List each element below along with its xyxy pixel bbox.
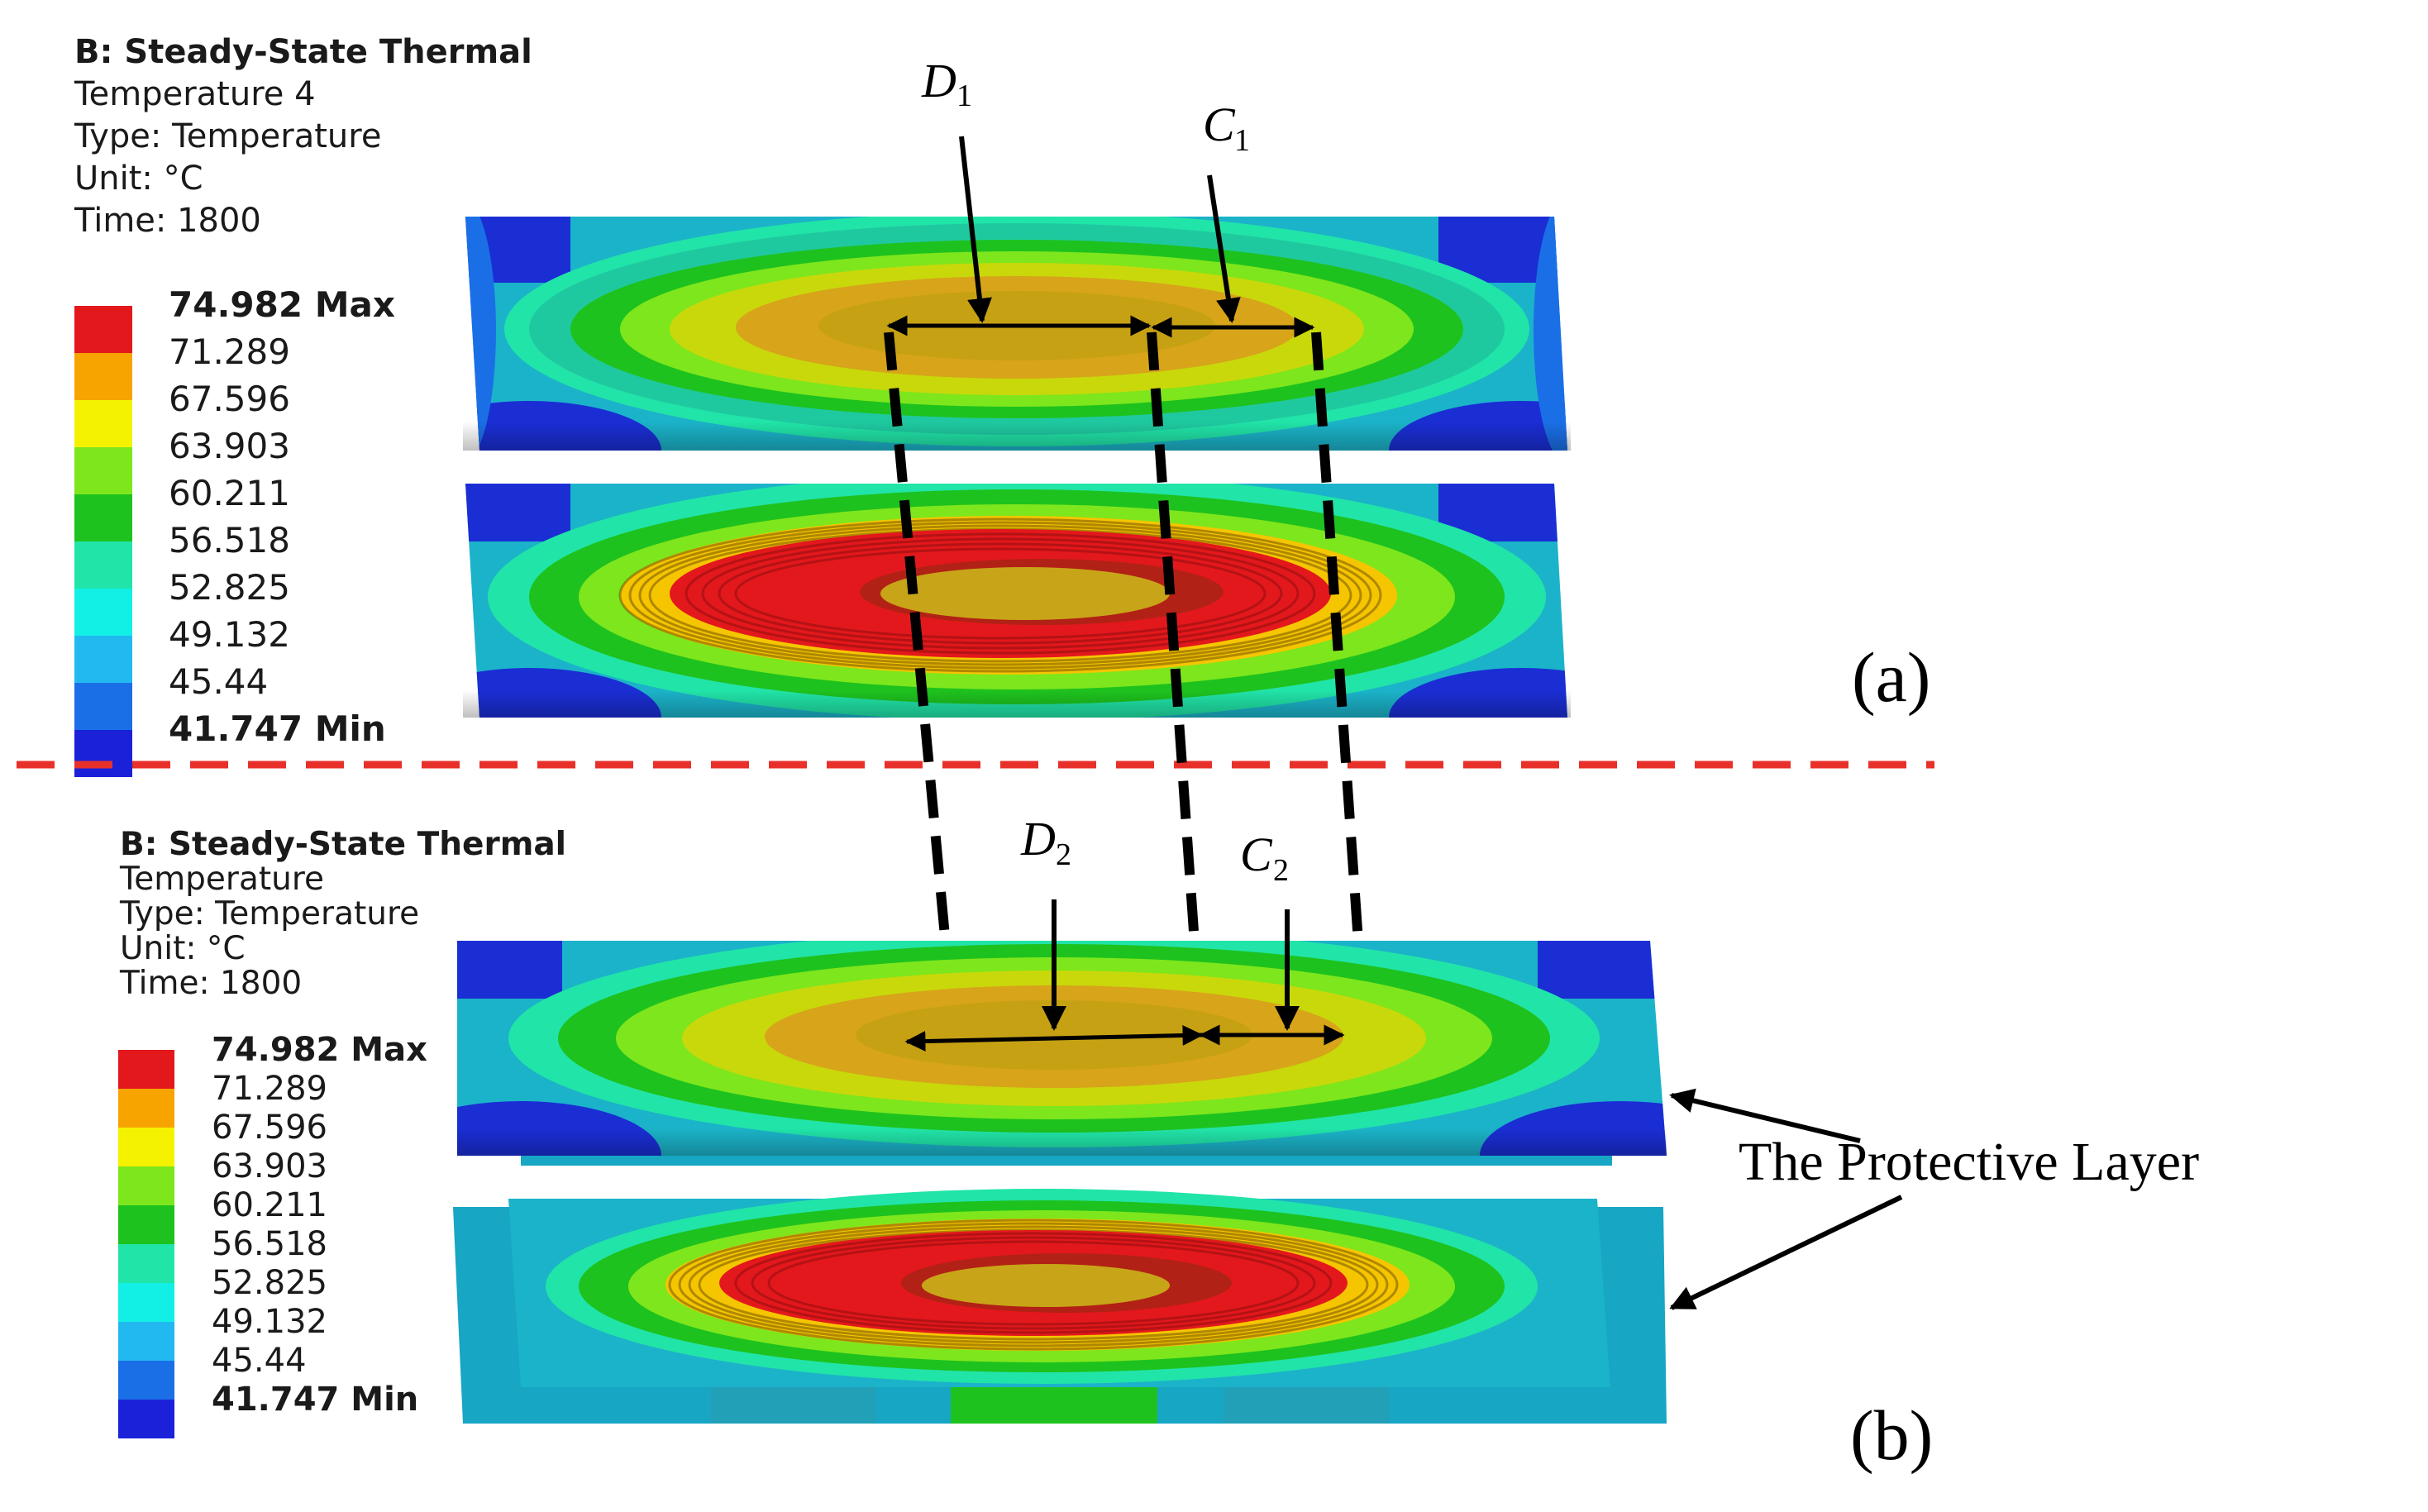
legend-swatch-b-3 — [118, 1128, 174, 1166]
legend-value-a-4: 60.211 — [169, 473, 290, 513]
legend-value-b-8: 45.44 — [212, 1342, 307, 1380]
upper-plate-b — [457, 941, 1667, 1166]
protective-layer-callout: The Protective Layer — [1669, 1088, 2199, 1310]
legend-value-b-6: 52.825 — [212, 1264, 327, 1302]
projection-line-3 — [1311, 331, 1369, 1026]
color-legend-a: 74.982 Max 71.289 67.596 63.903 60.211 5… — [74, 284, 395, 777]
lower-plate-b — [453, 1189, 1667, 1424]
panel-label-a: (a) — [1852, 637, 1930, 717]
result-time-b: Time: 1800 — [119, 965, 302, 1002]
legend-min-b: 41.747 Min — [212, 1381, 418, 1419]
dim-letter-d1: D — [921, 54, 956, 107]
result-unit-b: Unit: °C — [120, 930, 246, 967]
legend-swatch-a-6 — [74, 541, 132, 589]
result-header-a: B: Steady-State Thermal Temperature 4 Ty… — [74, 33, 532, 240]
protective-layer-label: The Protective Layer — [1739, 1132, 2199, 1192]
legend-value-b-5: 56.518 — [212, 1225, 327, 1263]
legend-value-a-1: 71.289 — [169, 331, 290, 372]
dimension-d2: D 2 — [904, 812, 1204, 1052]
legend-swatch-b-1 — [118, 1050, 174, 1089]
legend-swatch-a-4 — [74, 447, 132, 494]
dimension-d1: D 1 — [886, 54, 1152, 336]
result-type-b: Type: Temperature — [119, 895, 419, 932]
legend-swatches-b — [118, 1050, 174, 1438]
panel-b: B: Steady-State Thermal Temperature Type… — [118, 812, 2199, 1475]
legend-swatch-a-10 — [74, 730, 132, 777]
projection-line-1 — [884, 331, 958, 1026]
legend-value-b-1: 71.289 — [212, 1070, 327, 1108]
dimension-c1: C 1 — [1151, 98, 1315, 338]
legend-swatch-a-1 — [74, 306, 132, 353]
dim-letter-c2: C — [1240, 828, 1273, 881]
legend-max-a: 74.982 Max — [169, 284, 395, 325]
result-name-b: Temperature — [119, 861, 324, 898]
legend-swatch-b-6 — [118, 1244, 174, 1283]
legend-max-b: 74.982 Max — [212, 1031, 427, 1069]
legend-swatch-b-4 — [118, 1166, 174, 1205]
upper-plate-a — [463, 217, 1571, 451]
leader-c1 — [1207, 174, 1241, 323]
panel-a: B: Steady-State Thermal Temperature 4 Ty… — [74, 33, 1930, 777]
legend-swatch-a-8 — [74, 636, 132, 683]
analysis-title-b: B: Steady-State Thermal — [120, 826, 566, 863]
legend-value-a-3: 63.903 — [169, 426, 290, 466]
color-legend-b: 74.982 Max 71.289 67.596 63.903 60.211 5… — [118, 1031, 427, 1438]
legend-swatch-b-2 — [118, 1089, 174, 1128]
result-unit-a: Unit: °C — [74, 160, 203, 198]
dimension-c2: C 2 — [1199, 828, 1345, 1046]
legend-value-a-2: 67.596 — [169, 379, 290, 419]
result-name-a: Temperature 4 — [74, 75, 316, 113]
legend-swatch-a-7 — [74, 589, 132, 636]
lower-plate-a — [463, 484, 1571, 718]
dim-letter-c1: C — [1203, 98, 1236, 151]
legend-value-b-3: 63.903 — [212, 1147, 327, 1185]
legend-swatch-a-5 — [74, 494, 132, 541]
dim-sub-c2: 2 — [1273, 853, 1289, 888]
legend-value-a-8: 45.44 — [169, 661, 268, 702]
callout-arrow-bottom — [1669, 1195, 1903, 1310]
dimline-d2 — [904, 1025, 1204, 1052]
legend-min-a: 41.747 Min — [169, 708, 386, 749]
leader-d1 — [959, 136, 992, 323]
dim-letter-d2: D — [1020, 812, 1056, 866]
panel-label-b: (b) — [1850, 1395, 1933, 1475]
legend-swatch-b-9 — [118, 1361, 174, 1400]
analysis-title-a: B: Steady-State Thermal — [74, 33, 532, 71]
legend-value-a-6: 52.825 — [169, 567, 290, 608]
projection-lines — [884, 331, 1369, 1026]
result-type-a: Type: Temperature — [74, 117, 381, 155]
projection-line-2 — [1147, 331, 1205, 1026]
result-time-a: Time: 1800 — [74, 202, 261, 240]
dim-sub-d1: 1 — [956, 79, 972, 113]
legend-swatch-b-10 — [118, 1400, 174, 1438]
legend-swatch-a-2 — [74, 353, 132, 400]
callout-arrow-top — [1669, 1088, 1861, 1143]
legend-value-b-4: 60.211 — [212, 1186, 327, 1224]
dim-sub-c1: 1 — [1234, 123, 1250, 158]
legend-value-a-5: 56.518 — [169, 520, 290, 560]
legend-value-a-7: 49.132 — [169, 614, 290, 655]
legend-swatch-a-9 — [74, 683, 132, 730]
legend-swatch-a-3 — [74, 400, 132, 447]
legend-swatch-b-7 — [118, 1283, 174, 1322]
legend-value-b-7: 49.132 — [212, 1303, 327, 1341]
legend-swatch-b-8 — [118, 1322, 174, 1361]
result-header-b: B: Steady-State Thermal Temperature Type… — [119, 826, 566, 1002]
dim-sub-d2: 2 — [1056, 837, 1071, 872]
legend-swatch-b-5 — [118, 1205, 174, 1244]
legend-swatches-a — [74, 306, 132, 777]
legend-value-b-2: 67.596 — [212, 1109, 327, 1147]
